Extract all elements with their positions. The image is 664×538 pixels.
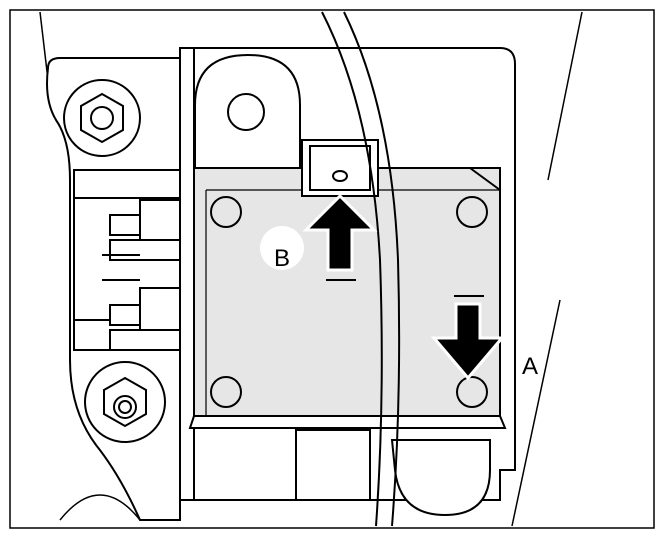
top-mounting-tab (194, 53, 301, 181)
connector-terminals (102, 199, 181, 351)
top-hex-bolt (63, 79, 141, 157)
callout-label-a: A (522, 353, 538, 380)
bottom-hex-bolt (84, 361, 166, 443)
callout-labels: B A (260, 226, 538, 380)
bottom-lug (295, 429, 491, 517)
cable (321, 11, 401, 527)
arrow-a-down (430, 295, 506, 381)
retaining-clip (301, 139, 379, 197)
arrow-b-up (302, 193, 378, 281)
background-lines (39, 11, 583, 527)
callout-label-b: B (274, 245, 290, 272)
